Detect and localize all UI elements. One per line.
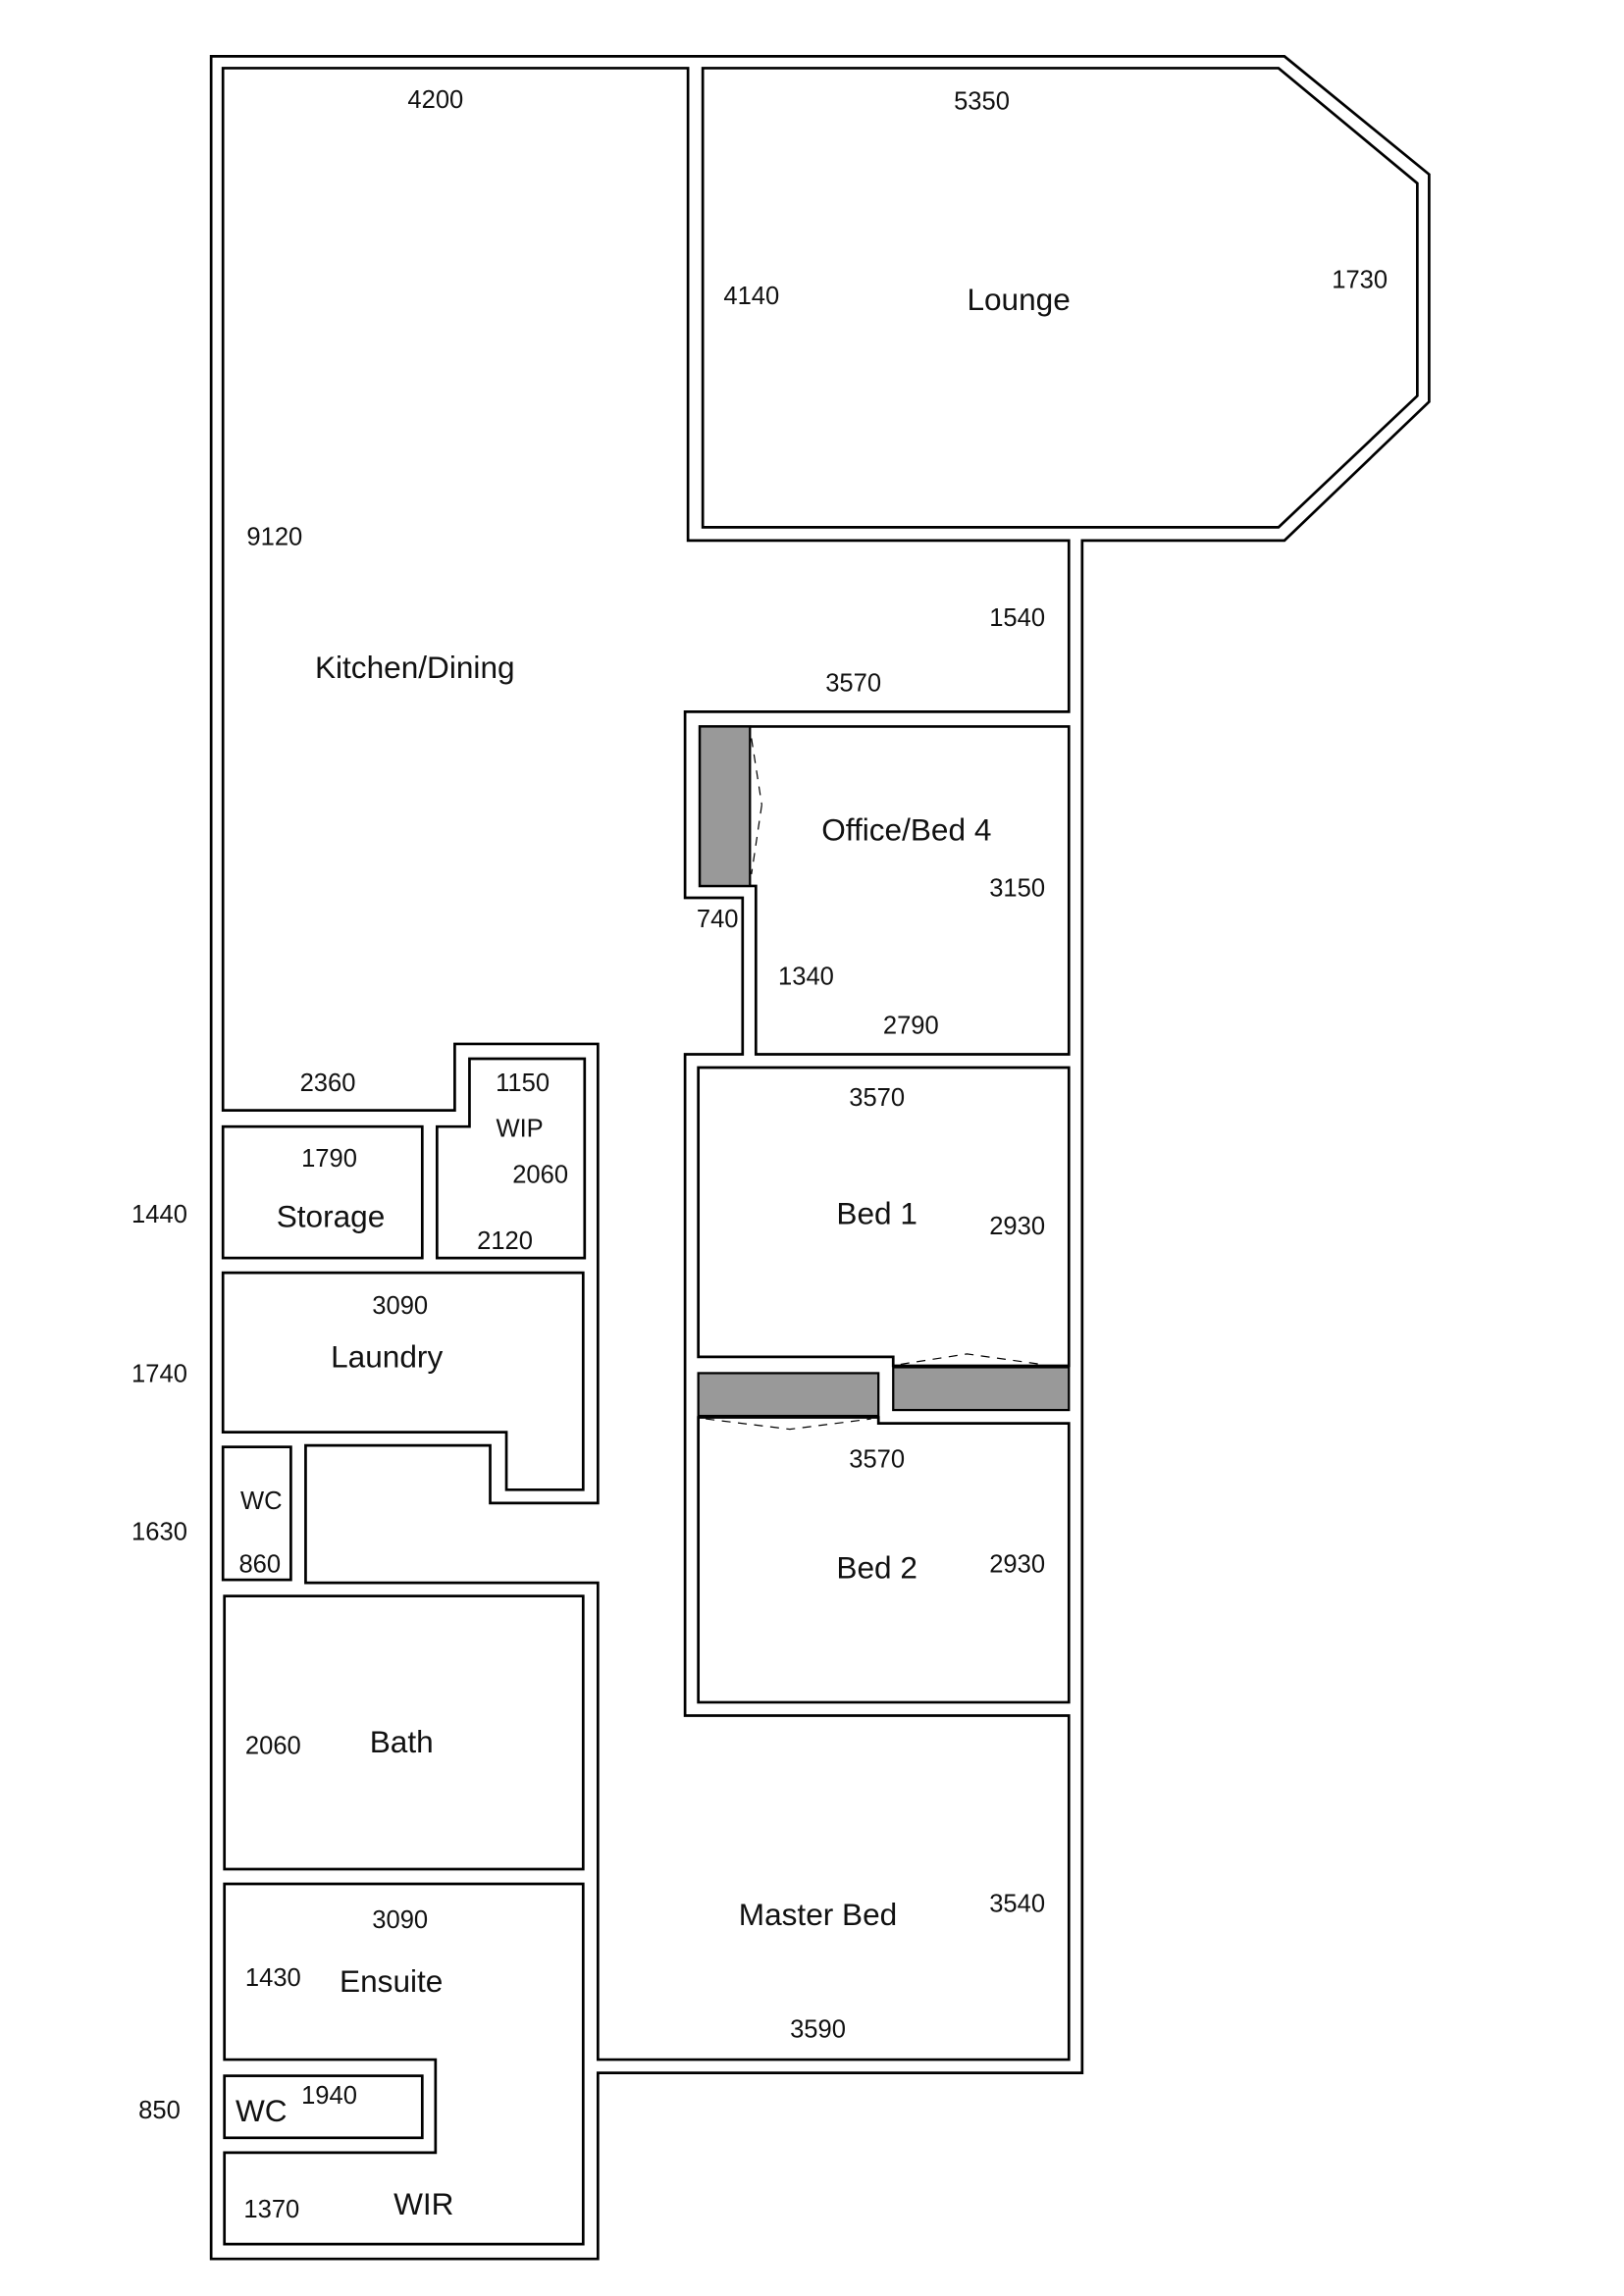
lounge-outline (701, 67, 1419, 529)
dimension-label: 1540 (989, 604, 1045, 632)
dimension-label: 1790 (301, 1145, 357, 1173)
dimension-label: 860 (238, 1551, 281, 1579)
room-label-ensuite: Ensuite (340, 1963, 443, 1999)
dimension-label: 1370 (243, 2196, 299, 2223)
dimension-label: 9120 (246, 523, 302, 550)
bed1-outline (697, 1066, 1071, 1368)
dimension-label: 850 (138, 2097, 181, 2124)
dimension-label: 3150 (989, 874, 1045, 902)
office-wardrobe (699, 725, 752, 888)
storage-outline (221, 1124, 424, 1260)
dimension-label: 3590 (790, 2015, 846, 2043)
laundry-outline (221, 1271, 585, 1491)
dimension-label: 1940 (301, 2082, 357, 2110)
kitchen-dining-outline (221, 67, 1071, 2061)
dimension-label: 1440 (131, 1201, 187, 1228)
room-label-storage: Storage (277, 1198, 386, 1233)
dimension-label: 5350 (954, 88, 1010, 116)
exterior-wall (209, 55, 1431, 2261)
wc-outline (221, 1445, 292, 1582)
wip-outline (435, 1057, 587, 1260)
dimension-label: 3090 (372, 1906, 428, 1934)
room-label-lounge: Lounge (967, 282, 1070, 317)
room-label-laundry: Laundry (331, 1338, 443, 1374)
dimension-label: 1740 (131, 1360, 187, 1387)
dimension-label: 3570 (825, 669, 881, 697)
ensuite-outline (223, 1882, 585, 2246)
room-label-kitchen: Kitchen/Dining (315, 650, 515, 685)
dimension-label: 3090 (372, 1292, 428, 1320)
dimension-label: 3570 (849, 1084, 905, 1112)
ensuite-wc-outline (223, 2074, 424, 2140)
dimension-label: 1630 (131, 1518, 187, 1545)
room-label-wir: WIR (393, 2186, 453, 2221)
dimension-label: 2930 (989, 1213, 1045, 1240)
bed2-wardrobe (697, 1372, 880, 1418)
dimension-label: 740 (697, 906, 739, 933)
dimension-label: 4200 (407, 86, 463, 114)
office-wardrobe-door (751, 805, 762, 874)
dimension-label: 1150 (496, 1070, 550, 1097)
dimension-label: 2060 (512, 1161, 568, 1188)
room-label-bed1: Bed 1 (836, 1195, 917, 1230)
room-label-office: Office/Bed 4 (821, 811, 991, 847)
dimension-label: 2060 (245, 1733, 301, 1760)
bed1-wardrobe (892, 1366, 1071, 1412)
room-label-bed2: Bed 2 (836, 1550, 917, 1586)
dimension-label: 3540 (989, 1891, 1045, 1918)
dimension-label: 1730 (1332, 267, 1388, 294)
dimension-label: 4140 (723, 283, 779, 310)
bed2-wardrobe-door (706, 1418, 871, 1431)
dimension-label: 1340 (778, 964, 834, 991)
bed1-wardrobe-door (900, 1353, 1041, 1366)
room-label-bath: Bath (370, 1724, 434, 1759)
room-label-ensuite-wc: WC (236, 2093, 288, 2128)
room-label-wip: WIP (496, 1116, 543, 1143)
dimension-label: 2360 (300, 1070, 356, 1097)
room-label-wc: WC (240, 1487, 283, 1515)
dimension-label: 2930 (989, 1551, 1045, 1579)
dimension-label: 3570 (849, 1446, 905, 1474)
dimension-label: 2120 (477, 1227, 533, 1255)
office-wardrobe-door (751, 738, 762, 806)
room-label-master: Master Bed (739, 1897, 897, 1932)
dimension-label: 2790 (883, 1012, 939, 1039)
dimension-label: 1430 (245, 1964, 301, 1992)
bath-outline (223, 1594, 585, 1871)
bed2-outline (697, 1416, 1071, 1704)
